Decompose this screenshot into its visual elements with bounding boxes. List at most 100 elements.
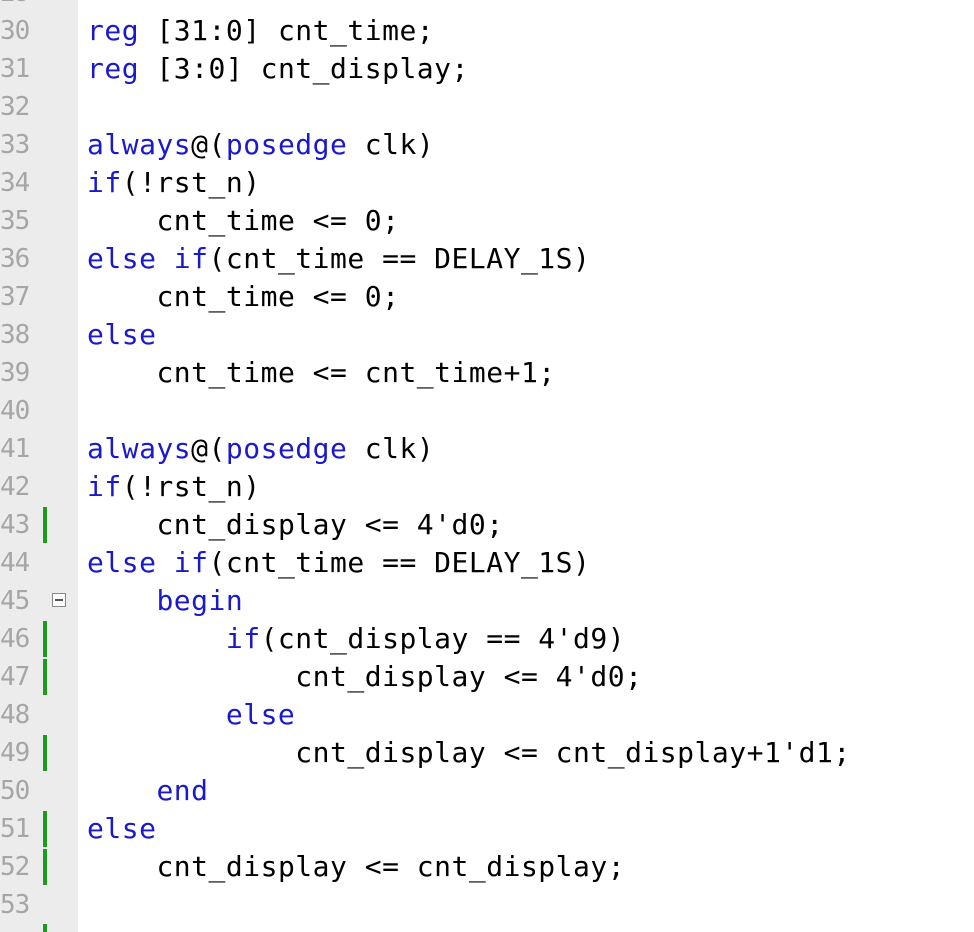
keyword-token: posedge (225, 128, 348, 161)
code-text[interactable]: else if(cnt_time == DELAY_1S) (87, 240, 590, 278)
indent-space (87, 698, 226, 731)
code-line[interactable]: 50 end (0, 772, 974, 810)
code-text[interactable]: cnt_time <= 0; (87, 202, 399, 240)
change-marker (43, 621, 47, 657)
code-line[interactable]: 43 cnt_display <= 4'd0; (0, 506, 974, 544)
change-marker (43, 507, 47, 543)
code-token: @( (191, 128, 226, 161)
indent-space (87, 584, 156, 617)
code-token: cnt_display <= 4'd0; (156, 508, 504, 541)
code-text[interactable]: else if(cnt_time == DELAY_1S) (87, 544, 590, 582)
keyword-token: always (87, 432, 192, 465)
code-token: cnt_time <= 0; (156, 204, 400, 237)
line-number: 31 (0, 54, 30, 84)
keyword-token: else (87, 318, 157, 351)
code-line[interactable]: 42 if(!rst_n) (0, 468, 974, 506)
code-line[interactable]: 38 else (0, 316, 974, 354)
code-token: [31:0] cnt_time; (139, 14, 435, 47)
keyword-token: if (173, 546, 209, 579)
line-number: 37 (0, 282, 30, 312)
keyword-token: reg (87, 14, 140, 47)
keyword-token: always (87, 128, 192, 161)
code-line[interactable]: 35 cnt_time <= 0; (0, 202, 974, 240)
code-line[interactable]: 49 cnt_display <= cnt_display+1'd1; (0, 734, 974, 772)
code-line[interactable]: 34 if(!rst_n) (0, 164, 974, 202)
code-text[interactable]: cnt_time <= cnt_time+1; (87, 354, 556, 392)
code-token: cnt_display <= cnt_display+1'd1; (295, 736, 851, 769)
code-text[interactable]: cnt_display <= 4'd0; (87, 506, 504, 544)
code-text[interactable]: begin (87, 582, 243, 620)
code-text[interactable]: reg [31:0] cnt_time; (87, 12, 434, 50)
code-text[interactable]: cnt_display <= cnt_display+1'd1; (87, 734, 851, 772)
line-number: 53 (0, 890, 30, 920)
change-marker (43, 735, 47, 771)
code-line[interactable]: 52 cnt_display <= cnt_display; (0, 848, 974, 886)
line-number: 46 (0, 624, 30, 654)
line-number: 49 (0, 738, 30, 768)
code-text[interactable]: if(!rst_n) (87, 468, 261, 506)
code-line[interactable]: 37 cnt_time <= 0; (0, 278, 974, 316)
code-line[interactable]: 31 reg [3:0] cnt_display; (0, 50, 974, 88)
keyword-token: else (87, 242, 157, 275)
code-text[interactable]: cnt_display <= 4'd0; (87, 658, 642, 696)
code-text[interactable]: cnt_display <= cnt_display; (87, 848, 625, 886)
code-token: cnt_display <= 4'd0; (295, 660, 643, 693)
code-line[interactable]: 44 else if(cnt_time == DELAY_1S) (0, 544, 974, 582)
code-text[interactable]: else (87, 696, 295, 734)
code-text[interactable]: if(!rst_n) (87, 164, 261, 202)
change-marker (43, 924, 47, 932)
code-text[interactable]: else (87, 316, 156, 354)
code-text[interactable]: always@(posedge clk) (87, 126, 434, 164)
indent-space (87, 280, 156, 313)
keyword-token: begin (156, 584, 244, 617)
code-line[interactable]: 53 (0, 886, 974, 924)
line-number: 48 (0, 700, 30, 730)
code-token: clk) (347, 128, 435, 161)
keyword-token: else (87, 546, 157, 579)
line-number: 34 (0, 168, 30, 198)
indent-space (87, 736, 295, 769)
code-token: [3:0] cnt_display; (139, 52, 469, 85)
code-text[interactable]: end (87, 772, 209, 810)
code-line[interactable]: 45 begin (0, 582, 974, 620)
line-number: 42 (0, 472, 30, 502)
line-number-gutter (0, 0, 78, 932)
keyword-token: if (87, 470, 122, 503)
code-token: cnt_display <= cnt_display; (156, 850, 626, 883)
code-token: (cnt_display == 4'd9) (260, 622, 626, 655)
code-text[interactable]: else (87, 810, 156, 848)
code-line[interactable]: 32 (0, 88, 974, 126)
code-text[interactable]: always@(posedge clk) (87, 430, 434, 468)
code-line[interactable]: 39 cnt_time <= cnt_time+1; (0, 354, 974, 392)
line-number: 35 (0, 206, 30, 236)
code-line[interactable]: 48 else (0, 696, 974, 734)
code-line[interactable]: 40 (0, 392, 974, 430)
line-number: 47 (0, 662, 30, 692)
line-number: 39 (0, 358, 30, 388)
code-text[interactable]: reg [3:0] cnt_display; (87, 50, 469, 88)
line-number: 44 (0, 548, 30, 578)
code-line[interactable]: 29 (0, 0, 974, 12)
fold-collapse-icon[interactable] (52, 593, 66, 607)
keyword-token: end (156, 774, 209, 807)
line-number: 50 (0, 776, 30, 806)
line-number: 43 (0, 510, 30, 540)
line-number: 38 (0, 320, 30, 350)
indent-space (87, 774, 156, 807)
keyword-token: if (173, 242, 209, 275)
code-line[interactable]: 47 cnt_display <= 4'd0; (0, 658, 974, 696)
change-marker (43, 659, 47, 695)
keyword-token: posedge (225, 432, 348, 465)
code-text[interactable]: cnt_time <= 0; (87, 278, 399, 316)
code-token: @( (191, 432, 226, 465)
code-line[interactable]: 46 if(cnt_display == 4'd9) (0, 620, 974, 658)
code-token: cnt_time <= 0; (156, 280, 400, 313)
code-text[interactable]: if(cnt_display == 4'd9) (87, 620, 625, 658)
code-token: (!rst_n) (121, 470, 261, 503)
